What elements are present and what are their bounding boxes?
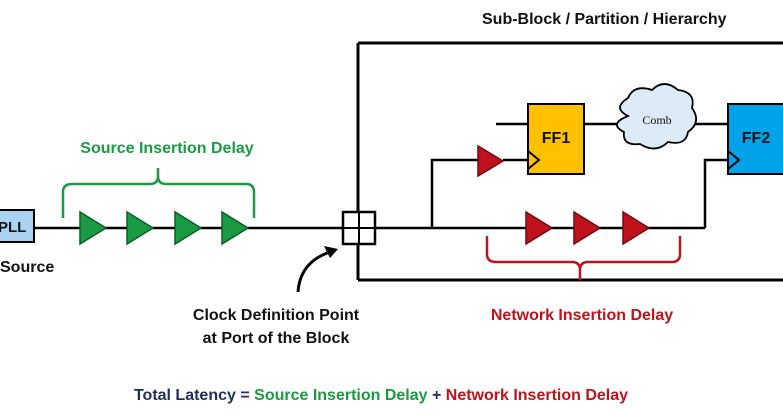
- pll-box: [0, 209, 35, 243]
- ff1-clock-notch: [527, 150, 541, 170]
- eq-equals: =: [236, 387, 254, 404]
- pointer-arrowhead: [324, 246, 338, 258]
- clock-point-label-line1: Clock Definition Point: [193, 307, 360, 324]
- comb-logic-cloud: [616, 83, 698, 150]
- source-delay-brace: [61, 168, 256, 218]
- eq-source: Source Insertion Delay: [254, 387, 427, 404]
- network-buffer-2: [573, 210, 602, 246]
- network-delay-label: Network Insertion Delay: [491, 307, 673, 324]
- eq-network: Network Insertion Delay: [446, 387, 628, 404]
- network-buffer-ff1: [477, 144, 505, 178]
- pll-label: PLL: [0, 219, 26, 236]
- source-label: Source: [0, 259, 54, 276]
- eq-total: Total Latency: [134, 387, 236, 404]
- comb-label: Comb: [642, 113, 671, 127]
- pointer-arrow: [296, 250, 331, 293]
- eq-plus: +: [428, 387, 446, 404]
- source-buffer-4: [221, 210, 250, 246]
- block-title: Sub-Block / Partition / Hierarchy: [482, 11, 727, 28]
- network-buffer-3: [622, 210, 651, 246]
- network-buffer-1: [525, 210, 554, 246]
- ff1-label: FF1: [542, 130, 571, 147]
- ff2-clock-notch: [727, 150, 741, 170]
- ff2-label: FF2: [742, 130, 771, 147]
- source-buffer-2: [126, 210, 155, 246]
- clock-point-label-line2: at Port of the Block: [203, 330, 350, 347]
- ff2-clk-wire: [703, 158, 728, 228]
- source-buffer-3: [174, 210, 203, 246]
- source-delay-label: Source Insertion Delay: [80, 140, 253, 157]
- ff1-branch-wire: [430, 158, 484, 228]
- latency-equation: Total Latency = Source Insertion Delay +…: [134, 387, 628, 404]
- network-delay-brace: [485, 236, 682, 280]
- source-buffer-1: [79, 210, 108, 246]
